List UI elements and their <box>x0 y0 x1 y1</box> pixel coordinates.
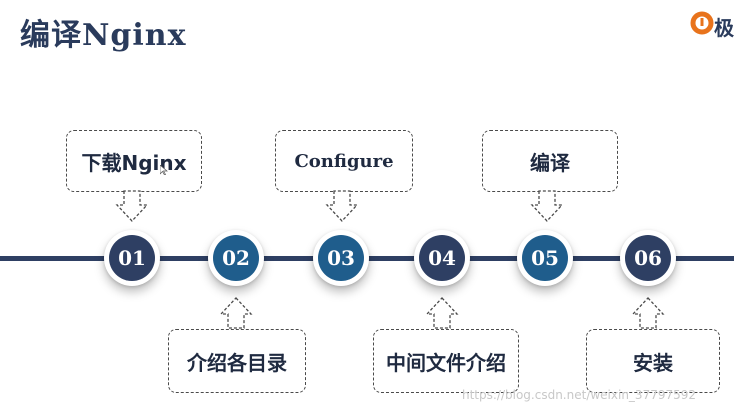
step-box-02: 介绍各目录 <box>168 329 306 393</box>
step-number-03: 03 <box>318 235 364 281</box>
step-label-03: Configure <box>294 150 394 172</box>
step-number-05: 05 <box>522 235 568 281</box>
arrow-up-icon <box>631 297 665 329</box>
step-label-06: 安装 <box>633 350 673 375</box>
step-node-02: 02 <box>208 230 264 286</box>
mouse-cursor-icon <box>160 165 168 175</box>
arrow-down-icon <box>325 190 359 222</box>
logo-text: 极 <box>714 16 734 40</box>
step-node-06: 06 <box>620 230 676 286</box>
watermark-text: https://blog.csdn.net/weixin_37797592 <box>462 388 697 402</box>
step-node-04: 04 <box>414 230 470 286</box>
step-box-06: 安装 <box>586 329 720 393</box>
step-node-01: 01 <box>104 230 160 286</box>
arrow-up-icon <box>425 297 459 329</box>
step-number-06: 06 <box>625 235 671 281</box>
step-number-02: 02 <box>213 235 259 281</box>
step-node-05: 05 <box>517 230 573 286</box>
step-number-01: 01 <box>109 235 155 281</box>
arrow-up-icon <box>219 297 253 329</box>
step-label-04: 中间文件介绍 <box>386 350 506 375</box>
arrow-down-icon <box>530 190 564 222</box>
step-label-05: 编译 <box>530 150 570 175</box>
step-box-01: 下载Nginx <box>66 130 202 192</box>
step-box-05: 编译 <box>482 130 618 192</box>
step-label-01: 下载Nginx <box>81 150 187 175</box>
arrow-down-icon <box>115 190 149 222</box>
logo-icon <box>690 11 714 35</box>
step-label-02: 介绍各目录 <box>187 350 287 375</box>
step-box-03: Configure <box>275 130 413 192</box>
step-node-03: 03 <box>313 230 369 286</box>
slide-title: 编译Nginx <box>20 18 187 53</box>
step-number-04: 04 <box>419 235 465 281</box>
step-box-04: 中间文件介绍 <box>373 329 519 393</box>
